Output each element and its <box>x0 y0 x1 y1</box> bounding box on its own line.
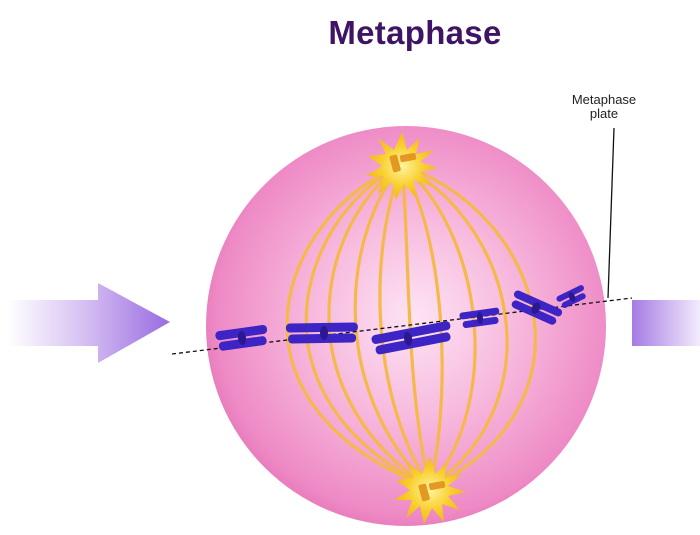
spindle-fiber <box>400 163 444 490</box>
metaphase-plate-label: Metaphase plate <box>566 93 642 121</box>
chromosome <box>371 321 451 355</box>
spindle-fiber <box>327 163 432 490</box>
centriole <box>399 152 417 163</box>
centriole <box>389 154 401 173</box>
spindle-fiber <box>285 163 432 490</box>
plate-label-pointer <box>607 127 615 299</box>
centriole <box>418 483 430 502</box>
spindle-fiber <box>353 163 432 490</box>
plate-label-line-2: plate <box>589 106 619 121</box>
centriole <box>428 480 446 491</box>
chromosome <box>459 307 500 329</box>
chromosomes <box>215 285 586 355</box>
chromosome <box>215 324 268 351</box>
spindle-fiber <box>400 163 509 490</box>
chromosome <box>556 285 586 308</box>
centrosome-burst <box>366 132 438 200</box>
chromosome <box>285 322 358 344</box>
bottom-centrosome <box>394 456 466 524</box>
spindle-fiber <box>304 163 432 490</box>
spindle-fiber <box>378 163 432 490</box>
left-arrow <box>8 283 170 363</box>
chromosome <box>511 290 563 325</box>
right-arrow <box>632 300 700 346</box>
centrosome-burst <box>394 456 466 524</box>
spindle-fiber <box>400 163 432 490</box>
page-title: Metaphase <box>328 14 502 51</box>
plate-label-line-1: Metaphase <box>571 92 637 107</box>
top-centrosome <box>366 132 438 200</box>
